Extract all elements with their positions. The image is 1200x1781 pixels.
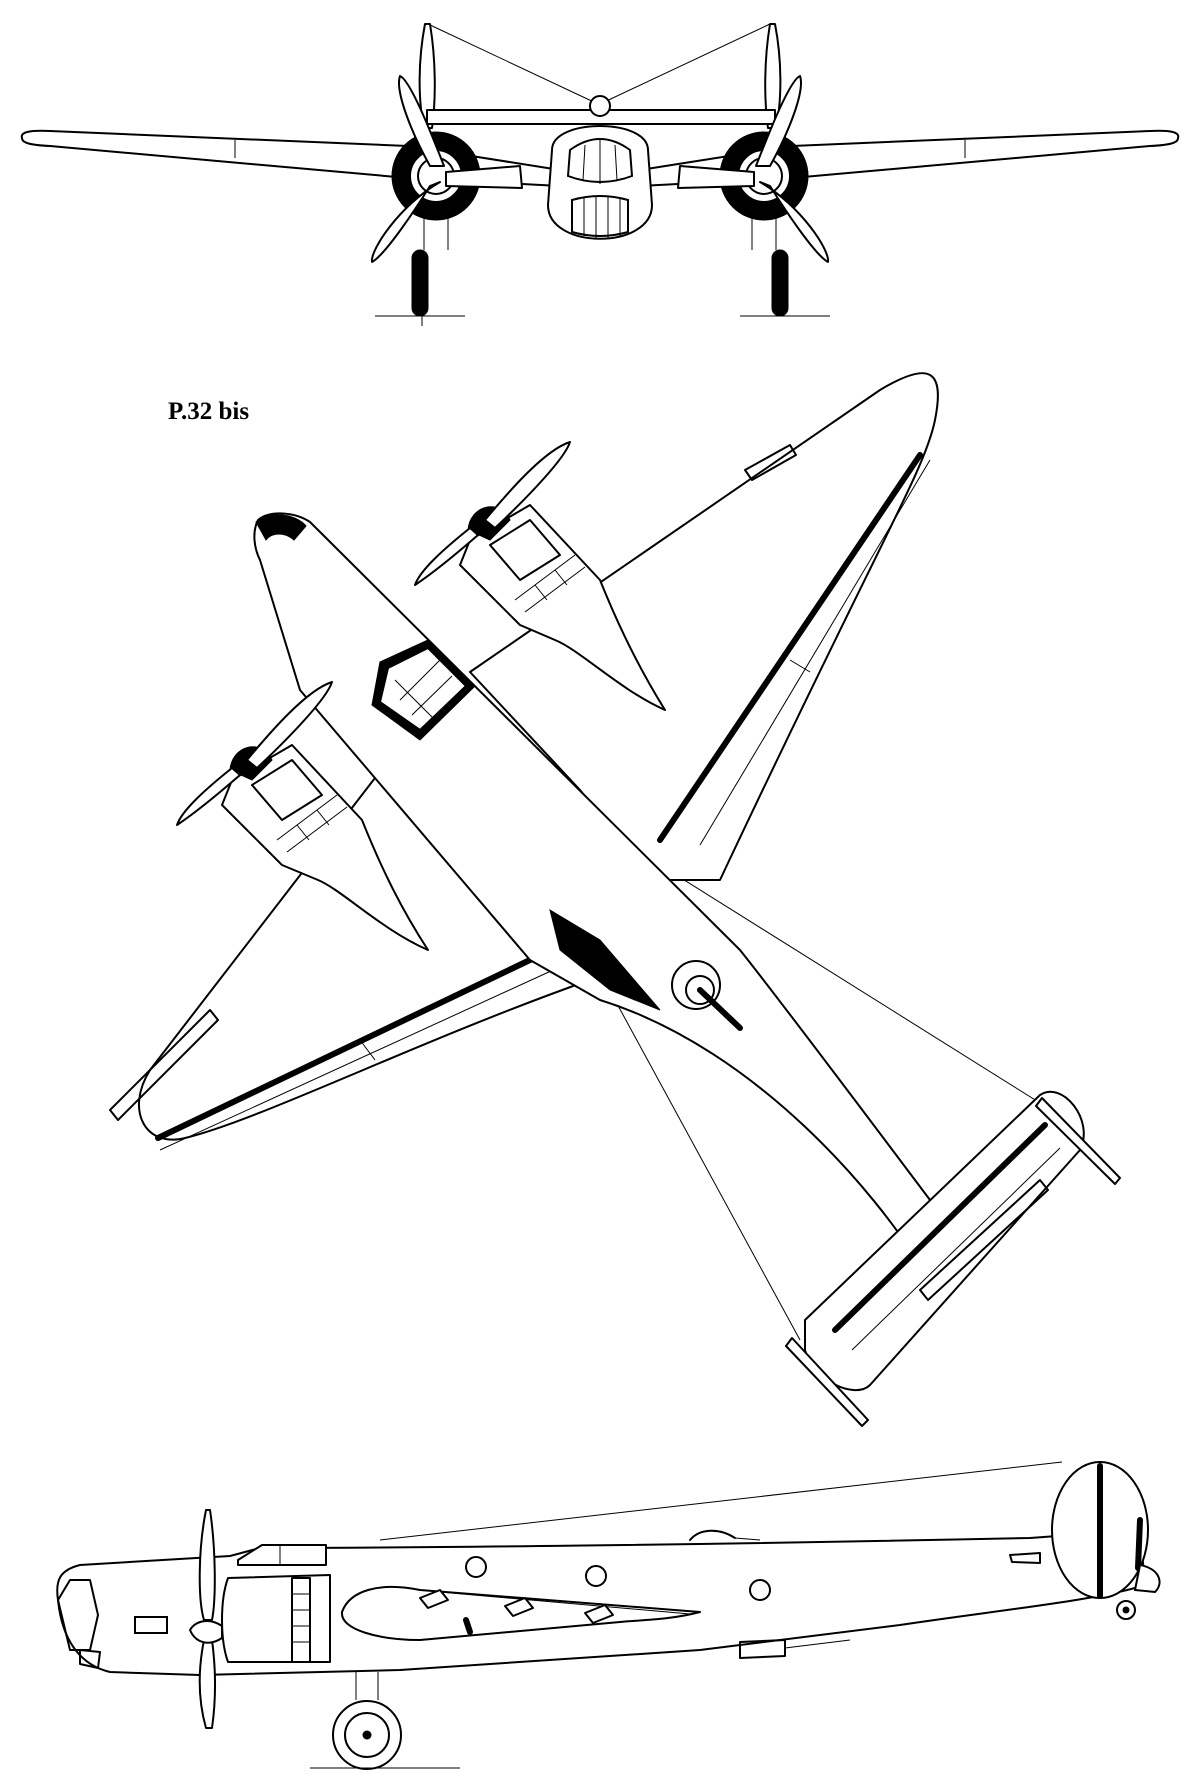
front-right-wheel (772, 250, 788, 316)
top-left-fin (786, 1338, 868, 1426)
top-right-wing (470, 373, 938, 880)
aircraft-designation-label: P.32 bis (168, 398, 250, 425)
front-right-engine (678, 76, 828, 262)
front-left-fin (420, 24, 435, 128)
side-fuselage (57, 1530, 1145, 1675)
top-upper-engine (415, 442, 665, 710)
side-dorsal-turret (690, 1531, 735, 1540)
side-propeller (200, 1510, 215, 1620)
top-right-fin (1036, 1098, 1120, 1184)
top-lower-engine (177, 682, 428, 950)
top-view (110, 373, 1120, 1426)
side-cockpit (238, 1545, 326, 1565)
front-view (22, 24, 1179, 326)
side-engine-nacelle (222, 1575, 330, 1662)
side-view (57, 1462, 1159, 1769)
front-left-wheel (412, 250, 428, 316)
front-left-engine (372, 76, 522, 262)
